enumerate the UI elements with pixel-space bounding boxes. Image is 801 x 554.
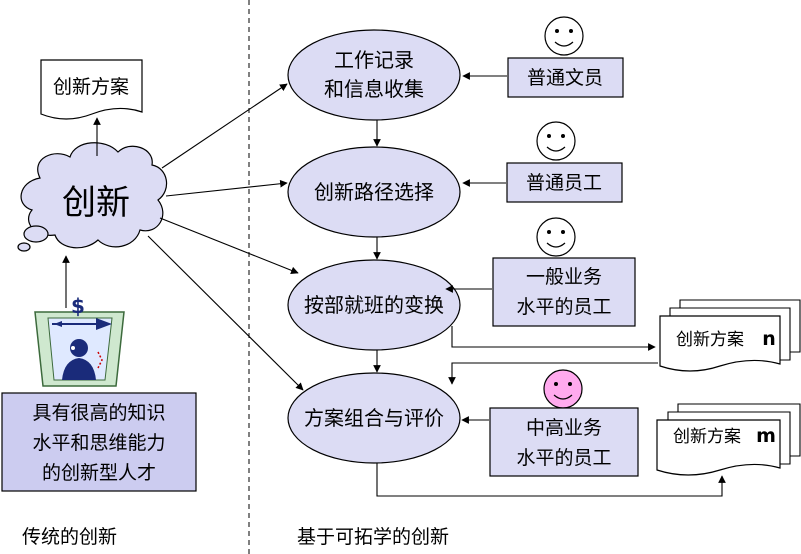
connector-step-4-to-output-m: [376, 463, 726, 497]
step-4-node: 方案组合与评价: [287, 372, 461, 464]
role-2-label: 普通员工: [526, 172, 602, 194]
output-document-stack-m: 创新方案 m: [656, 403, 801, 476]
output-document-stack-n: 创新方案 n: [659, 299, 801, 372]
role-1-label: 普通文员: [527, 67, 603, 89]
arrow-cloud-to-step-4: [147, 235, 304, 391]
left-output-document-label: 创新方案: [53, 76, 129, 98]
smiley-face-icon-2: [536, 121, 576, 161]
role-box-1: 普通文员: [507, 57, 624, 98]
role-4-line-1: 中高业务: [526, 417, 602, 439]
role-3-line-1: 一般业务: [526, 266, 602, 288]
step-1-node: 工作记录 和信息收集: [287, 29, 461, 121]
step-3-line-1: 按部就班的变换: [304, 293, 444, 317]
output-m-suffix: m: [756, 425, 776, 447]
left-output-document: 创新方案: [40, 59, 143, 120]
right-caption: 基于可拓学的创新: [297, 526, 449, 548]
step-1-line-1: 工作记录: [334, 48, 414, 72]
role-box-3: 一般业务 水平的员工: [492, 257, 636, 327]
step-4-line-1: 方案组合与评价: [304, 406, 444, 430]
connector-step-3-to-output-n: [451, 326, 656, 351]
innovation-cloud-label: 创新: [62, 183, 130, 223]
svg-text:$: $: [71, 294, 85, 318]
arrow-cloud-to-step-1: [161, 83, 288, 169]
step-1-line-2: 和信息收集: [324, 77, 424, 101]
smiley-face-icon-3: [536, 217, 576, 257]
step-2-line-1: 创新路径选择: [314, 180, 434, 204]
talent-box: 具有很高的知识 水平和思维能力 的创新型人才: [1, 392, 197, 492]
output-n-label: 创新方案: [676, 330, 744, 350]
step-3-node: 按部就班的变换: [287, 259, 461, 351]
smiley-face-icon-1: [544, 16, 584, 56]
left-caption: 传统的创新: [22, 526, 117, 548]
step-2-node: 创新路径选择: [287, 146, 461, 238]
talent-box-line-1: 具有很高的知识: [32, 402, 165, 424]
person-with-dollar-sign-icon: $: [34, 294, 125, 387]
role-4-line-2: 水平的员工: [516, 447, 611, 469]
smiley-face-icon-4: [543, 369, 583, 409]
role-box-4: 中高业务 水平的员工: [489, 407, 639, 477]
talent-box-line-3: 的创新型人才: [42, 462, 156, 484]
talent-box-line-2: 水平和思维能力: [32, 432, 165, 454]
output-m-label: 创新方案: [673, 427, 741, 447]
innovation-cloud: 创新: [17, 142, 168, 252]
role-3-line-2: 水平的员工: [516, 296, 611, 318]
arrow-cloud-to-step-3: [159, 217, 299, 275]
output-n-suffix: n: [762, 328, 776, 350]
role-box-2: 普通员工: [506, 162, 623, 203]
arrow-cloud-to-step-2: [165, 179, 288, 197]
connector-output-n-to-step-4: [448, 362, 658, 385]
